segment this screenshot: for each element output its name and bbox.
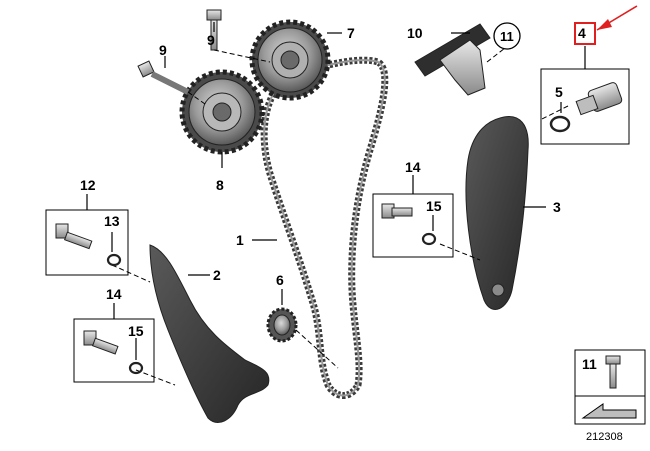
label-part-11-circle: 11 (500, 29, 514, 44)
label-part-12: 12 (80, 177, 96, 193)
label-part-4: 4 (578, 25, 586, 41)
label-part-6: 6 (276, 272, 284, 288)
camshaft-gear-intake (179, 69, 265, 155)
camshaft-gear-exhaust (249, 19, 331, 101)
upper-chain-guide (414, 23, 491, 96)
label-part-8: 8 (216, 177, 224, 193)
label-part-3: 3 (553, 199, 561, 215)
label-part-5: 5 (555, 84, 563, 100)
figure-number: 212308 (586, 431, 623, 443)
tensioner-rail (465, 116, 529, 310)
label-part-7: 7 (347, 25, 355, 41)
central-bolt-lower (137, 60, 190, 95)
label-part-2: 2 (213, 267, 221, 283)
guide-rail (149, 244, 270, 423)
label-part-10: 10 (407, 25, 423, 41)
highlight-arrow-head (597, 19, 612, 30)
timing-chain (260, 56, 389, 399)
label-part-13: 13 (104, 213, 120, 229)
legend-bolt (605, 355, 621, 389)
label-part-14-left: 14 (106, 286, 122, 302)
guide-pin-right (381, 203, 437, 246)
label-part-14-right: 14 (405, 159, 421, 175)
guide-pin-left (83, 330, 144, 375)
label-part-9-upper: 9 (207, 32, 215, 48)
label-part-9-lower: 9 (159, 42, 167, 58)
callout-circle-11 (493, 22, 521, 50)
label-part-15-right: 15 (426, 198, 442, 214)
guide-pin-12 (55, 223, 122, 267)
legend-label-11: 11 (582, 356, 597, 372)
chain-tensioner (549, 82, 623, 133)
legend-arrow-icon (581, 403, 637, 419)
crankshaft-sprocket (266, 307, 298, 343)
label-part-15-left: 15 (128, 323, 144, 339)
label-part-1: 1 (236, 232, 244, 248)
highlight-box (574, 22, 596, 45)
